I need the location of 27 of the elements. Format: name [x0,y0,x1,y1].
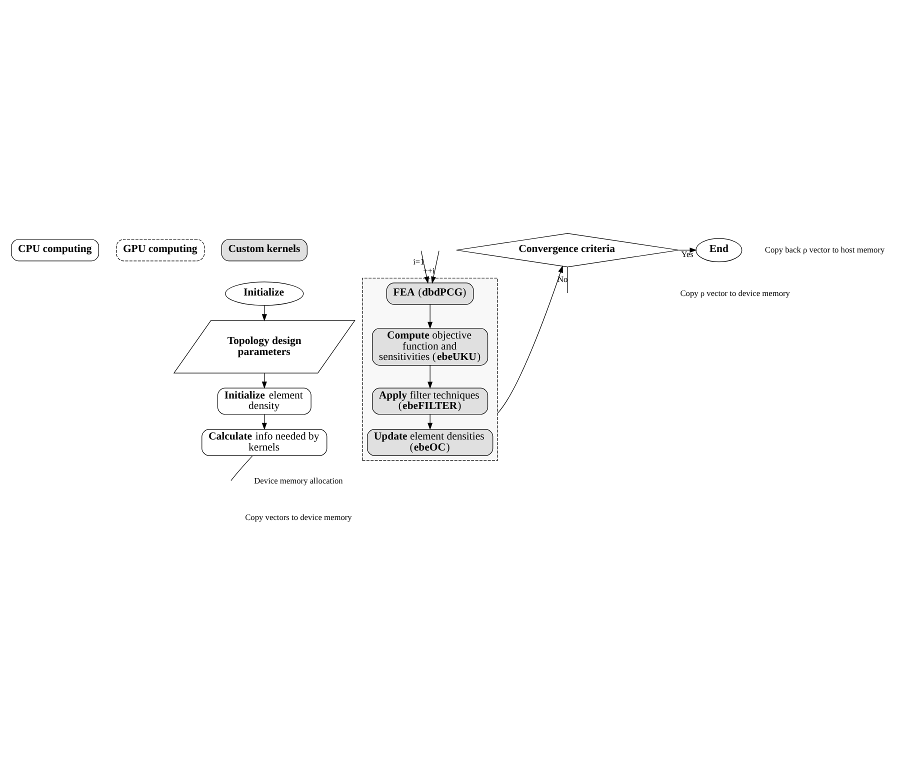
node-ellipse: End [696,238,742,262]
arrow [428,304,433,329]
label: Copy vectors to device memory [245,512,352,522]
connector [567,266,568,293]
connector [230,455,253,480]
cluster [362,277,498,460]
arrow [678,247,697,252]
node-box: Initialize element density [217,387,312,414]
label: Device memory allocation [254,476,343,486]
arrow [431,250,440,284]
node-box: FEA (dbdPCG) [386,282,474,304]
label: Copy ρ vector to device memory [680,288,790,298]
node-box: Calculate info needed by kernels [202,428,328,456]
edge-label: No [557,274,568,284]
node-diamond: Convergence criteria [456,232,680,267]
edge-label: Yes [681,249,694,258]
node-box: Compute objective function and sensitivities (ebeUKU) [372,327,488,366]
node-box: CPU computing [11,238,100,261]
arrow [428,364,433,388]
node-box: GPU computing [116,238,205,261]
node-box: Apply filter techniques (ebeFILTER) [372,387,488,414]
arrow [497,264,563,413]
node-box: Custom kernels [221,238,308,261]
node-box: Update element densities (ebeOC) [366,428,494,456]
arrow [428,414,433,430]
label: Copy back ρ vector to host memory [764,244,885,254]
node-ellipse: Initialize [225,281,304,306]
